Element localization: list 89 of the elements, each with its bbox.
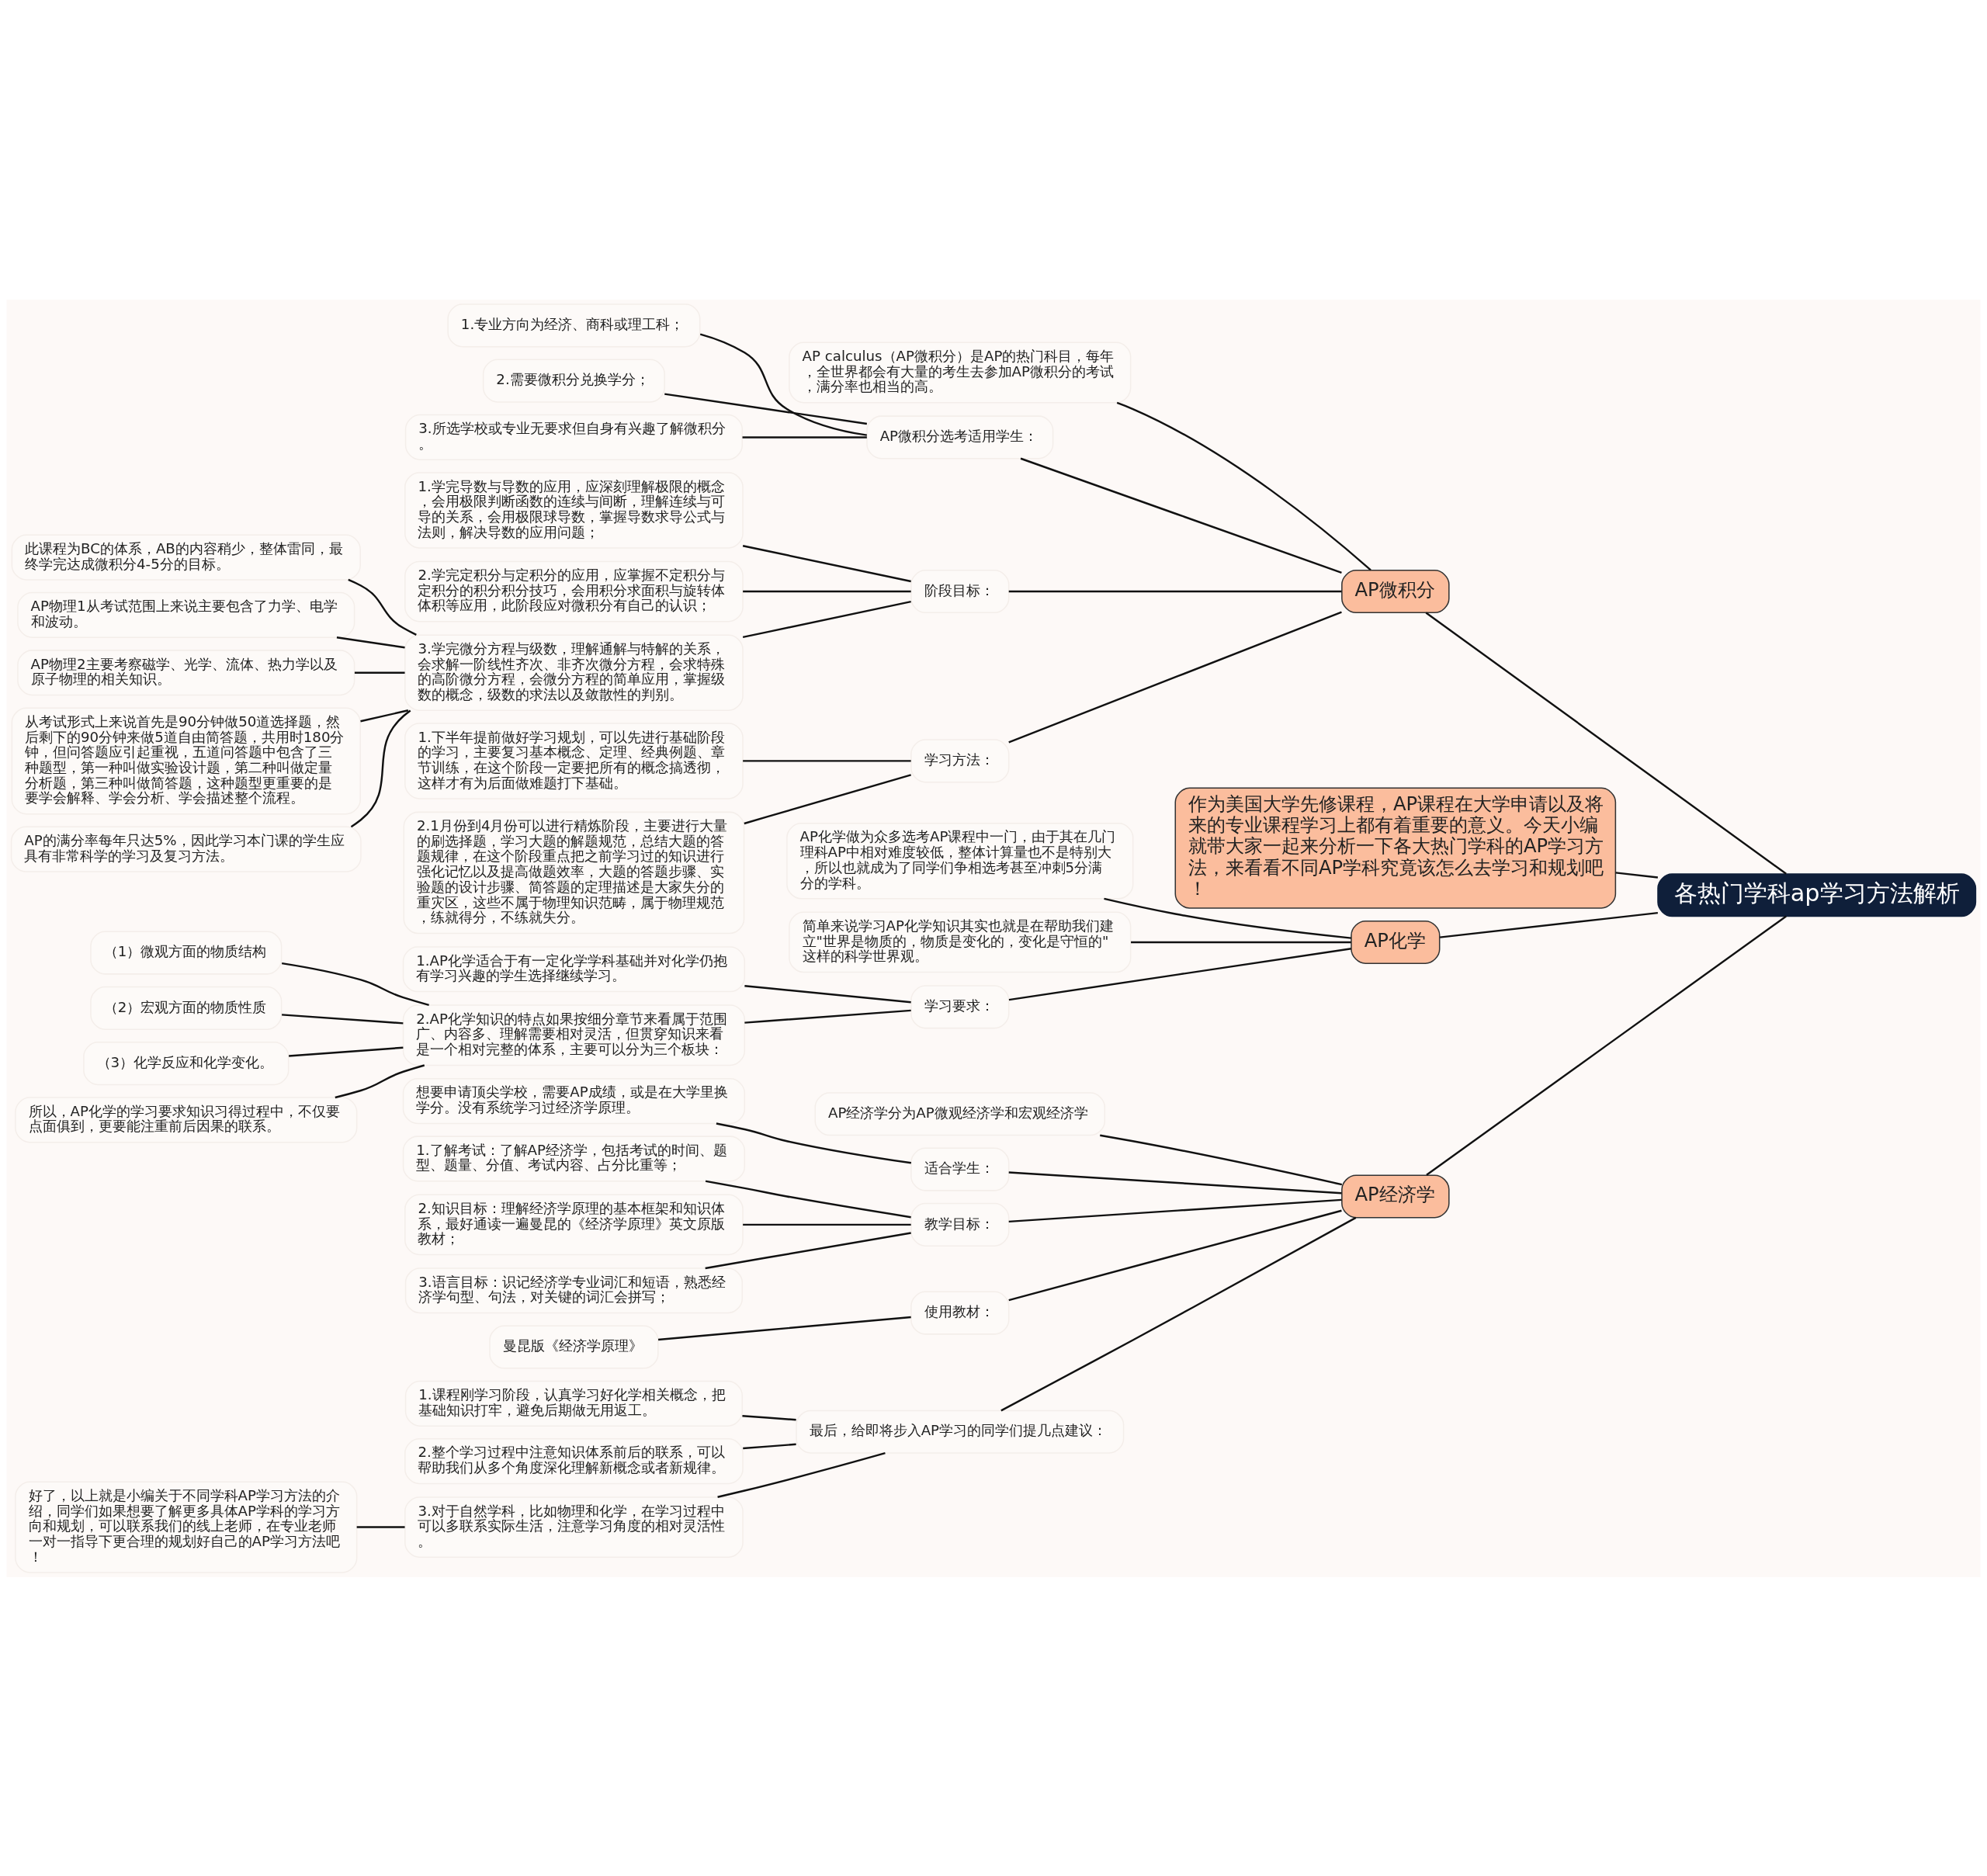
connector <box>658 1316 911 1340</box>
connector <box>742 600 911 638</box>
connector <box>717 1451 886 1498</box>
connector <box>335 1063 425 1098</box>
node-box: 2.整个学习过程中注意知识体系前后的联系，可以帮助我们从多个角度深化理解新概念或者新规律。 <box>404 1437 744 1484</box>
connector <box>742 544 911 582</box>
node-box: 1.课程刚学习阶段，认真学习好化学相关概念，把基础知识打牢，避免后期做无用返工。 <box>404 1380 743 1427</box>
node-box: 曼昆版《经济学原理》 <box>489 1325 659 1369</box>
connector <box>744 773 911 824</box>
connector <box>281 962 429 1006</box>
connector <box>705 1180 911 1218</box>
node-box: AP经济学 <box>1341 1174 1450 1218</box>
connector <box>350 709 411 827</box>
node-box: AP化学 <box>1351 920 1441 964</box>
node-box: AP微积分选考适用学生： <box>866 414 1054 459</box>
node-box: 教学目标： <box>910 1202 1010 1247</box>
connector <box>1008 947 1351 1000</box>
connector <box>1439 911 1658 938</box>
connector <box>289 1046 404 1057</box>
connector <box>743 590 911 592</box>
node-box: 学习要求： <box>910 984 1010 1028</box>
connector <box>1008 1198 1342 1222</box>
node-box: 适合学生： <box>910 1147 1010 1191</box>
node-box: 各热门学科ap学习方法解析 <box>1657 872 1977 917</box>
node-box: 2.1月份到4月份可以进行精炼阶段，主要进行大量的刷选择题，学习大题的解题规范，总结大题的答题规律，在这个阶段重点把之前学习过的知识进行强化记忆以及提高做题效率，大题的答题步骤、实验题的设计步骤、简答题的定理描述是大家失分的重灾区，这些不属于物理知识范畴，属于物理规范，练就得分，不练就失分。 <box>403 811 745 934</box>
node-box: 2.需要微积分兑换学分； <box>482 359 665 403</box>
connector <box>1008 1170 1342 1194</box>
node-box: 1.了解考试：了解AP经济学，包括考试的时间、题型、题量、分值、考试内容、占分比重等； <box>402 1135 746 1181</box>
node-box: AP的满分率每年只达5%，因此学习本门课的学生应具有非常科学的学习及复习方法。 <box>10 826 362 872</box>
connector <box>1008 1209 1342 1301</box>
node-box: 3.语言目标：识记经济学专业词汇和短语，熟悉经济学句型、句法，对关键的词汇会拼写； <box>404 1267 743 1313</box>
node-box: 2.AP化学知识的特点如果按细分章节来看属于范围广、内容多、理解需要相对灵活，但贯穿知识来看是一个相对完整的体系，主要可以分为三个板块： <box>402 1004 746 1066</box>
node-box: AP经济学分为AP微观经济学和宏观经济学 <box>814 1091 1106 1136</box>
node-box: 学习方法： <box>910 738 1010 782</box>
node-box: （1）微观方面的物质结构 <box>90 931 283 975</box>
connector <box>743 759 911 762</box>
connector <box>354 671 405 674</box>
connector <box>744 1009 911 1024</box>
connector <box>1615 871 1658 879</box>
node-box: 3.所选学校或专业无要求但自身有兴趣了解微积分。 <box>404 414 743 460</box>
node-box: 1.下半年提前做好学习规划，可以先进行基础阶段的学习，主要复习基本概念、定理、经典例题、章节训练，在这个阶段一定要把所有的概念搞透彻，这样才有为后面做难题打下基础。 <box>404 722 744 799</box>
node-box: 最后，给即将步入AP学习的同学们提几点建议： <box>796 1410 1125 1454</box>
connector <box>360 709 409 722</box>
node-box: 使用教材： <box>910 1291 1010 1335</box>
connector <box>664 392 868 425</box>
node-box: AP calculus（AP微积分）是AP的热门科目，每年，全世界都会有大量的考生去参加AP微积分的考试，满分率也相当的高。 <box>789 342 1132 403</box>
connector <box>742 1414 796 1420</box>
connector <box>356 1525 405 1528</box>
node-box: 作为美国大学先修课程，AP课程在大学申请以及将来的专业课程学习上都有着重要的意义。今天小编就带大家一起来分析一下各大热门学科的AP学习方法，来看看不同AP学科究竟该怎么去学习和规划吧！ <box>1174 787 1617 909</box>
connector <box>1100 1134 1343 1185</box>
connector <box>1104 897 1352 939</box>
node-box: AP物理1从考试范围上来说主要包含了力学、电学和波动。 <box>17 591 355 638</box>
connector <box>705 1231 911 1269</box>
connector <box>1116 401 1371 570</box>
node-box: 3.对于自然学科，比如物理和化学，在学习过程中可以多联系实际生活，注意学习角度的相对灵活性。 <box>404 1496 744 1558</box>
connector <box>1008 610 1342 743</box>
node-box: 1.专业方向为经济、商科或理工科； <box>447 303 701 347</box>
connector <box>716 1122 912 1163</box>
connector <box>742 435 867 439</box>
connector <box>336 636 405 648</box>
node-box: 好了，以上就是小编关于不同学科AP学习方法的介绍，同学们如果想要了解更多具体AP学科的学习方向和规划，可以联系我们的线上老师，在专业老师一对一指导下更合理的规划好自己的AP学习方法吧！ <box>15 1480 358 1573</box>
node-box: （3）化学反应和化学变化。 <box>83 1041 290 1085</box>
node-box: 想要申请顶尖学校，需要AP成绩，或是在大学里换学分。没有系统学习过经济学原理。 <box>402 1077 746 1124</box>
connector <box>743 1443 796 1449</box>
connector <box>699 332 867 436</box>
node-box: 3.学完微分方程与级数，理解通解与特解的关系，会求解一阶线性齐次、非齐次微分方程，会求特殊的高阶微分方程，会微分方程的简单应用，掌握级数的概念，级数的求法以及敛散性的判别。 <box>404 633 744 711</box>
connector <box>743 1223 911 1226</box>
connector <box>1426 915 1787 1176</box>
connector <box>1425 612 1787 875</box>
node-box: 1.AP化学适合于有一定化学学科基础并对化学仍抱有学习兴趣的学生选择继续学习。 <box>402 945 746 992</box>
node-box: 此课程为BC的体系，AB的内容稍少，整体雷同，最终学完达成微积分4-5分的目标。 <box>11 534 361 581</box>
node-box: AP化学做为众多选考AP课程中一门，由于其在几门理科AP中相对难度较低，整体计算量也不是特别大，所以也就成为了同学们争相选考甚至冲刺5分满分的学科。 <box>786 822 1134 900</box>
connector <box>744 984 911 1003</box>
node-box: AP微积分 <box>1341 569 1450 613</box>
connector <box>1131 941 1351 943</box>
connector <box>348 578 417 636</box>
node-box: 2.学完定积分与定积分的应用，应掌握不定积分与定积分的积分积分技巧，会用积分求面积与旋转体体积等应用，此阶段应对微积分有自己的认识； <box>404 560 744 622</box>
node-box: 2.知识目标：理解经济学原理的基本框架和知识体系，最好通读一遍曼昆的《经济学原理》英文原版教材； <box>404 1193 744 1255</box>
node-box: AP物理2主要考察磁学、光学、流体、热力学以及原子物理的相关知识。 <box>17 649 355 695</box>
connector <box>1008 590 1342 592</box>
node-box: 阶段目标： <box>910 569 1010 613</box>
node-box: 从考试形式上来说首先是90分钟做50道选择题，然后剩下的90分钟来做5道自由简答题，共用时180分钟，但问答题应引起重视，五道问答题中包含了三种题型，第一种叫做实验设计题，第二种叫做定量分析题，第三种叫做简答题，这种题型更重要的是要学会解释、学会分析、学会描述整个流程。 <box>11 706 361 814</box>
connector <box>282 1013 404 1025</box>
connector <box>1000 1216 1357 1411</box>
connector <box>1020 457 1342 574</box>
node-box: 简单来说学习AP化学知识其实也就是在帮助我们建立"世界是物质的，物质是变化的，变化是守恒的"这样的科学世界观。 <box>789 911 1132 973</box>
node-box: 所以，AP化学的学习要求知识习得过程中，不仅要点面俱到，更要能注重前后因果的联系。 <box>15 1096 358 1143</box>
node-box: 1.学完导数与导数的应用，应深刻理解极限的概念，会用极限判断函数的连续与间断，理解连续与可导的关系，会用极限球导数，掌握导数求导公式与法则，解决导数的应用问题； <box>404 471 744 549</box>
node-box: （2）宏观方面的物质性质 <box>90 986 283 1030</box>
